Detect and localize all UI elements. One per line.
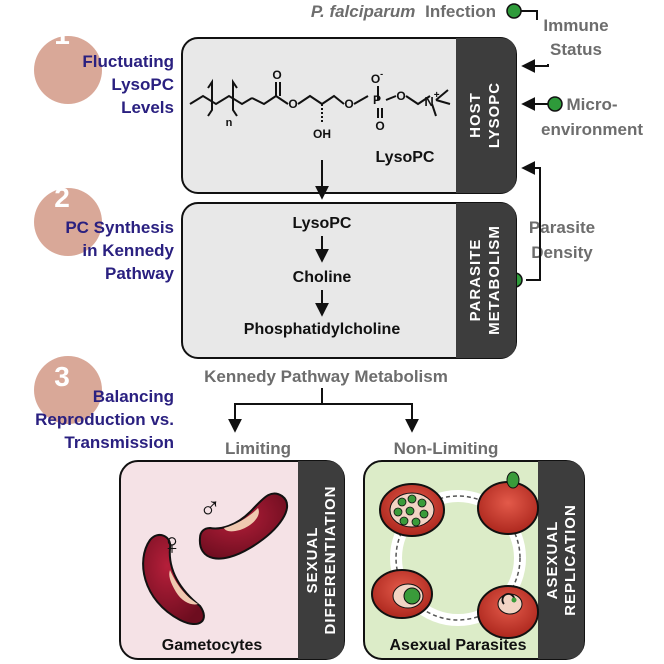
microenvironment-line-2: environment xyxy=(541,120,643,139)
infection-connector xyxy=(521,10,538,20)
ester-bond xyxy=(275,95,289,105)
infection-green-dot xyxy=(506,3,522,19)
merozoite-cell xyxy=(477,471,539,535)
schizont-cell xyxy=(379,483,445,537)
asexual-tab-line-1: ASEXUAL xyxy=(544,521,561,600)
sexual-box-tab xyxy=(298,461,344,659)
step-1: 1 Fluctuating LysoPC Levels xyxy=(34,19,174,117)
step-1-number: 1 xyxy=(54,19,70,50)
female-symbol: ♀ xyxy=(161,528,184,561)
step-3: 3 Balancing Reproduction vs. Transmissio… xyxy=(34,356,174,452)
step-3-title-line-2: Reproduction vs. xyxy=(35,410,174,429)
lysopc-structure xyxy=(189,78,451,122)
kennedy-pathway-label: Kennedy Pathway Metabolism xyxy=(204,367,448,386)
oh-label: OH xyxy=(313,127,331,141)
male-gametocyte xyxy=(198,492,288,560)
atom-o-phosphate: O xyxy=(344,97,353,111)
step-3-number: 3 xyxy=(54,361,70,392)
immune-status-arrow xyxy=(521,59,549,73)
step-2-title-line-1: PC Synthesis xyxy=(65,218,174,237)
immune-status-line-1: Immune xyxy=(543,16,608,35)
immune-status-line-2: Status xyxy=(550,40,602,59)
n-methyl-3 xyxy=(431,103,437,117)
branch-non-limiting: Non-Limiting xyxy=(394,439,499,458)
sexual-tab-label: SEXUAL DIFFERENTIATION xyxy=(304,486,339,635)
atom-o-ether: O xyxy=(396,89,405,103)
sexual-differentiation-box: SEXUAL DIFFERENTIATION ♀ ♂ Gametocytes xyxy=(119,460,345,660)
female-gametocyte xyxy=(142,533,205,625)
chain-phosphatidylcholine: Phosphatidylcholine xyxy=(244,321,401,338)
infection-word: Infection xyxy=(425,2,496,21)
host-box-tab xyxy=(456,38,516,193)
chain-choline: Choline xyxy=(293,269,352,286)
o-to-p-bond xyxy=(353,95,369,105)
metabolism-tab-line-1: PARASITE xyxy=(467,239,484,322)
infection-label: P. falciparum Infection xyxy=(311,2,496,21)
microenvironment-line-1: Micro- xyxy=(567,95,618,114)
chain-lysopc: LysoPC xyxy=(293,215,352,232)
metabolism-tab-label: PARASITE METABOLISM xyxy=(467,225,503,335)
p-to-o-right xyxy=(385,95,397,101)
factor-connectors xyxy=(521,10,549,281)
trophozoite-cell xyxy=(371,569,433,619)
bracket-left xyxy=(207,78,213,117)
gametocytes-caption: Gametocytes xyxy=(162,637,263,654)
n-methyl-1 xyxy=(435,89,449,101)
ring-stage-cell xyxy=(477,585,539,639)
infection-species: P. falciparum xyxy=(311,2,416,21)
chain-to-carbonyl xyxy=(251,95,277,106)
ethyl-chain xyxy=(405,95,431,106)
atom-o-carbonyl: O xyxy=(272,68,281,82)
cycle-ring-outline xyxy=(395,495,521,621)
atom-o-double: O xyxy=(375,119,384,133)
step-1-title-line-3: Levels xyxy=(121,98,174,117)
metabolism-box-tab xyxy=(456,203,516,358)
step-3-circle xyxy=(34,356,102,424)
sexual-tab-line-1: SEXUAL xyxy=(304,527,321,594)
step-3-title-line-3: Transmission xyxy=(64,433,174,452)
host-tab-line-2: LYSOPC xyxy=(486,82,503,148)
metabolism-tab-line-2: METABOLISM xyxy=(486,225,503,335)
branch-left-arrow xyxy=(228,388,323,433)
bracket-right xyxy=(232,78,238,117)
host-tab-label: HOST LYSOPC xyxy=(467,82,503,148)
parasite-density-line-2: Density xyxy=(531,243,593,262)
asexual-caption: Asexual Parasites xyxy=(390,637,527,654)
parasite-density-line-1: Parasite xyxy=(529,218,595,237)
microenvironment-green-dot xyxy=(547,96,563,112)
asexual-tab-line-2: REPLICATION xyxy=(562,504,579,616)
host-molecule-label: LysoPC xyxy=(376,149,435,166)
subscript-n: n xyxy=(226,117,233,129)
step-1-title-line-2: LysoPC xyxy=(111,75,174,94)
asexual-replication-box: ASEXUAL REPLICATION xyxy=(363,460,585,660)
sexual-tab-line-2: DIFFERENTIATION xyxy=(322,486,339,635)
atom-o-ester: O xyxy=(288,97,297,111)
host-lysopc-box: HOST LYSOPC n O O O P O xyxy=(181,37,517,194)
step-2-title-line-3: Pathway xyxy=(105,264,175,283)
step-1-circle xyxy=(34,36,102,104)
branch-right-arrow xyxy=(322,403,419,433)
acyl-chain xyxy=(189,94,253,106)
step-3-title-line-1: Balancing xyxy=(93,387,174,406)
n-methyl-2 xyxy=(435,99,451,105)
step-1-title-line-1: Fluctuating xyxy=(82,52,174,71)
asexual-tab-label: ASEXUAL REPLICATION xyxy=(544,504,579,616)
asexual-box-tab xyxy=(538,461,584,659)
atom-o-minus: O- xyxy=(371,69,383,86)
step-2: 2 PC Synthesis in Kennedy Pathway xyxy=(34,182,175,283)
male-symbol: ♂ xyxy=(199,491,222,524)
parasite-density-arrow xyxy=(521,161,541,281)
atom-p: P xyxy=(373,93,381,107)
parasite-metabolism-box: PARASITE METABOLISM LysoPC Choline Phosp… xyxy=(181,202,517,359)
step-2-circle xyxy=(34,188,102,256)
step-2-title-line-2: in Kennedy xyxy=(82,241,174,260)
host-tab-line-1: HOST xyxy=(467,92,484,138)
branch-limiting: Limiting xyxy=(225,439,291,458)
branch-split xyxy=(228,388,419,433)
step-2-number: 2 xyxy=(54,182,70,213)
